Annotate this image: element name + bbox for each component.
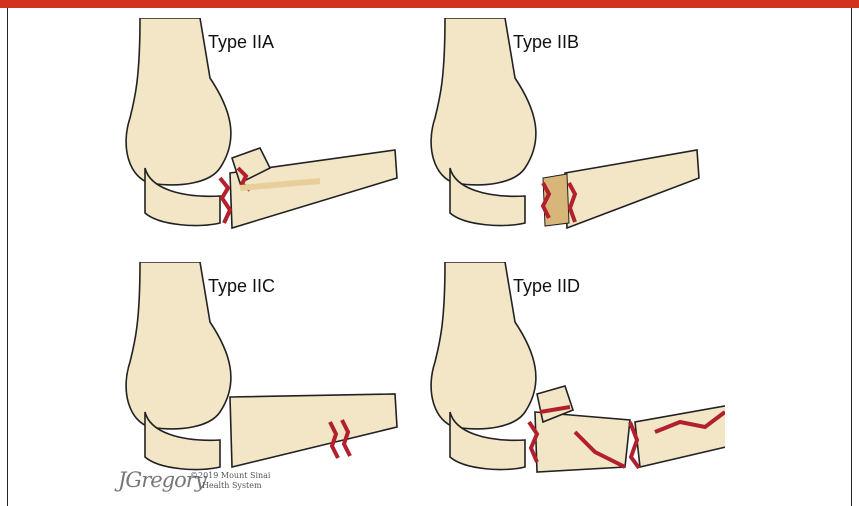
panel-title: Type IIC bbox=[208, 276, 275, 297]
copyright-line-1: ©2019 Mount Sinai bbox=[190, 471, 280, 481]
panel-type-iib: Type IIB bbox=[425, 18, 725, 238]
panel-title: Type IID bbox=[513, 276, 580, 297]
top-accent-bar bbox=[0, 0, 859, 8]
image-credit: JGregory ©2019 Mount Sinai Health System bbox=[118, 468, 298, 496]
left-frame-line bbox=[7, 8, 8, 506]
panel-title: Type IIB bbox=[513, 32, 579, 53]
panel-type-iia: Type IIA bbox=[120, 18, 420, 238]
right-frame-line bbox=[851, 8, 852, 506]
panel-type-iic: Type IIC bbox=[120, 262, 420, 482]
panel-type-iid: Type IID bbox=[425, 262, 725, 482]
copyright-line-2: Health System bbox=[190, 481, 280, 491]
copyright-notice: ©2019 Mount Sinai Health System bbox=[190, 471, 280, 491]
panel-title: Type IIA bbox=[208, 32, 274, 53]
